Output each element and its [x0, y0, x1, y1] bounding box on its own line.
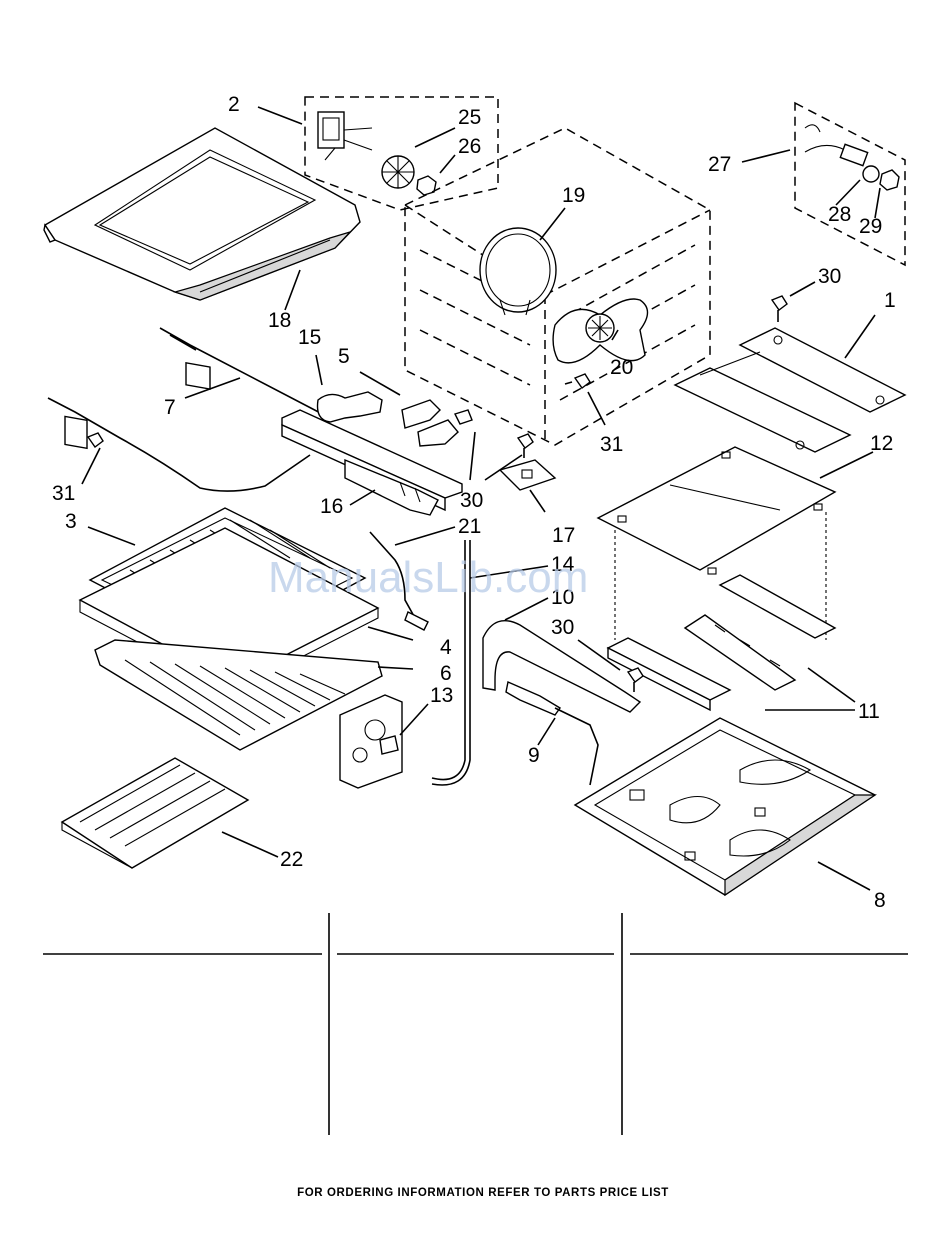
callout-5: 5 — [338, 345, 350, 368]
callout-1: 1 — [884, 289, 896, 312]
callout-15: 15 — [298, 326, 321, 349]
screw-31-cavity — [565, 374, 590, 388]
oven-cavity — [405, 128, 710, 445]
screw-30-right — [772, 296, 787, 322]
callout-18: 18 — [268, 309, 291, 332]
callout-4: 4 — [440, 636, 452, 659]
oven-rack — [95, 640, 382, 750]
callout-31-left: 31 — [52, 482, 75, 505]
callout-3: 3 — [65, 510, 77, 533]
callout-27: 27 — [708, 153, 731, 176]
light-assembly-box — [795, 103, 905, 265]
callout-16: 16 — [320, 495, 343, 518]
footer-text: FOR ORDERING INFORMATION REFER TO PARTS … — [297, 1187, 669, 1199]
watermark-text: ManualsLib.com — [268, 553, 588, 602]
callout-29: 29 — [859, 215, 882, 238]
slide-tray — [62, 758, 248, 868]
callout-31-right: 31 — [600, 433, 623, 456]
callout-25: 25 — [458, 106, 481, 129]
callout-30-center: 30 — [460, 489, 483, 512]
callout-6: 6 — [440, 662, 452, 685]
callout-30-lower: 30 — [551, 616, 574, 639]
callout-19: 19 — [562, 184, 585, 207]
callout-7: 7 — [164, 396, 176, 419]
fan-cover — [553, 299, 647, 363]
callout-30-right: 30 — [818, 265, 841, 288]
callout-12: 12 — [870, 432, 893, 455]
callout-13: 13 — [430, 684, 453, 707]
callout-9: 9 — [528, 744, 540, 767]
callout-11: 11 — [858, 700, 880, 723]
callout-20: 20 — [610, 356, 633, 379]
callout-26: 26 — [458, 135, 481, 158]
brackets-11 — [608, 575, 835, 710]
top-cover-panel — [44, 128, 360, 300]
callout-2: 2 — [228, 93, 240, 116]
parts-table-grid — [43, 913, 908, 1135]
valve-block — [340, 695, 402, 788]
callout-22: 22 — [280, 848, 303, 871]
callout-28: 28 — [828, 203, 851, 226]
callout-8: 8 — [874, 889, 886, 912]
bracket-17 — [500, 434, 555, 490]
callout-17: 17 — [552, 524, 575, 547]
callout-21: 21 — [458, 515, 481, 538]
